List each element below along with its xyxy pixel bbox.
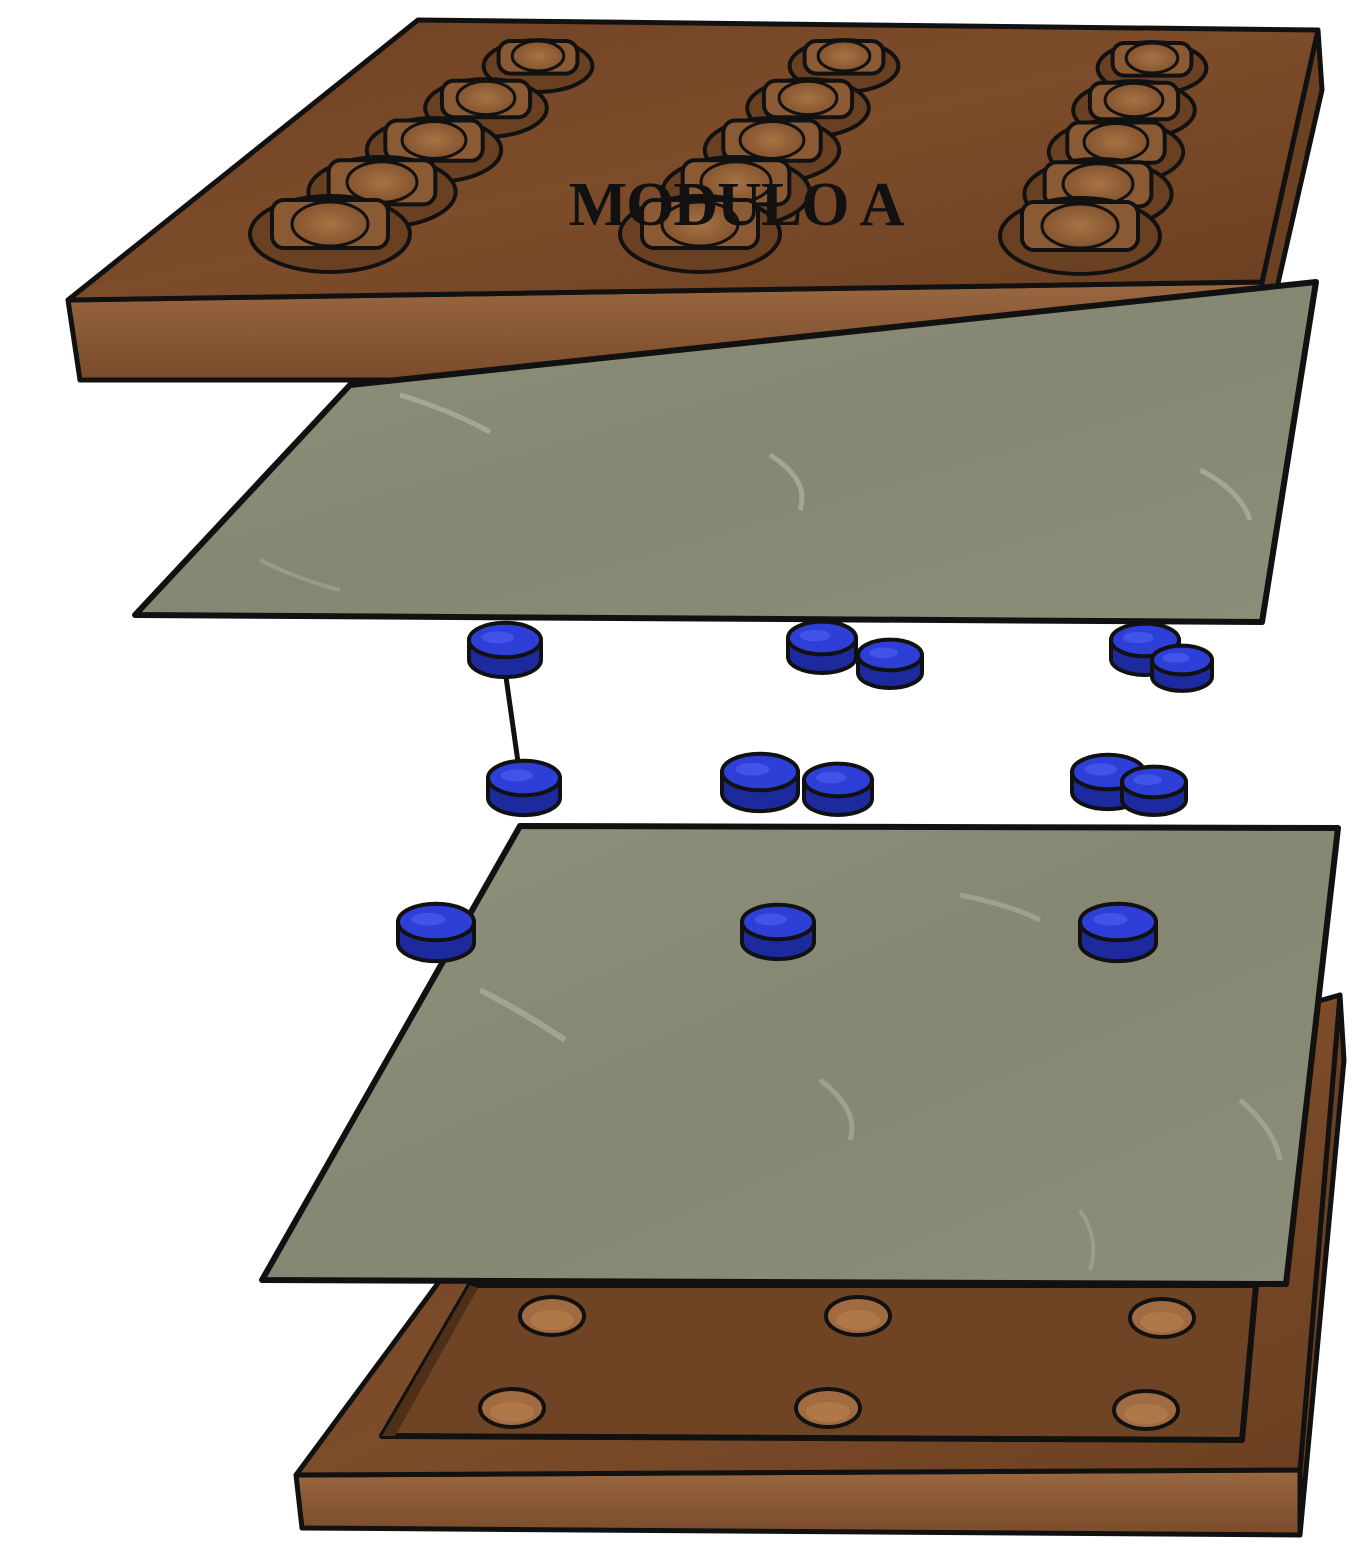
pin-group-middle <box>469 622 1212 815</box>
base-hole-4 <box>480 1389 544 1427</box>
pin-lower-mid <box>742 905 814 959</box>
pin-middle-mid-b <box>804 764 872 815</box>
pin-lower-left <box>398 904 474 961</box>
base-hole-6 <box>1114 1391 1178 1429</box>
base-front-edge <box>296 1470 1300 1535</box>
base-hole-2 <box>826 1297 890 1335</box>
pin-upper-left <box>469 623 541 677</box>
pin-middle-left <box>488 761 560 815</box>
pin-upper-right-b <box>1152 646 1212 691</box>
pin-middle-mid-a <box>722 754 798 811</box>
socket-2-1 <box>620 196 780 272</box>
base-hole-3 <box>1130 1299 1194 1337</box>
connector-wire <box>505 670 518 762</box>
socket-3-1 <box>1000 198 1160 274</box>
pin-lower-right <box>1080 904 1156 961</box>
base-hole-1 <box>520 1297 584 1335</box>
socket-1-1 <box>250 196 410 272</box>
base-hole-5 <box>796 1389 860 1427</box>
pin-upper-mid-a <box>788 622 856 673</box>
pin-middle-right-b <box>1122 767 1186 815</box>
middle-connector-pins <box>469 622 1212 815</box>
lower-grey-sheet <box>262 826 1338 1284</box>
lower-sheet-face <box>262 826 1338 1284</box>
pin-upper-mid-b <box>858 640 922 688</box>
